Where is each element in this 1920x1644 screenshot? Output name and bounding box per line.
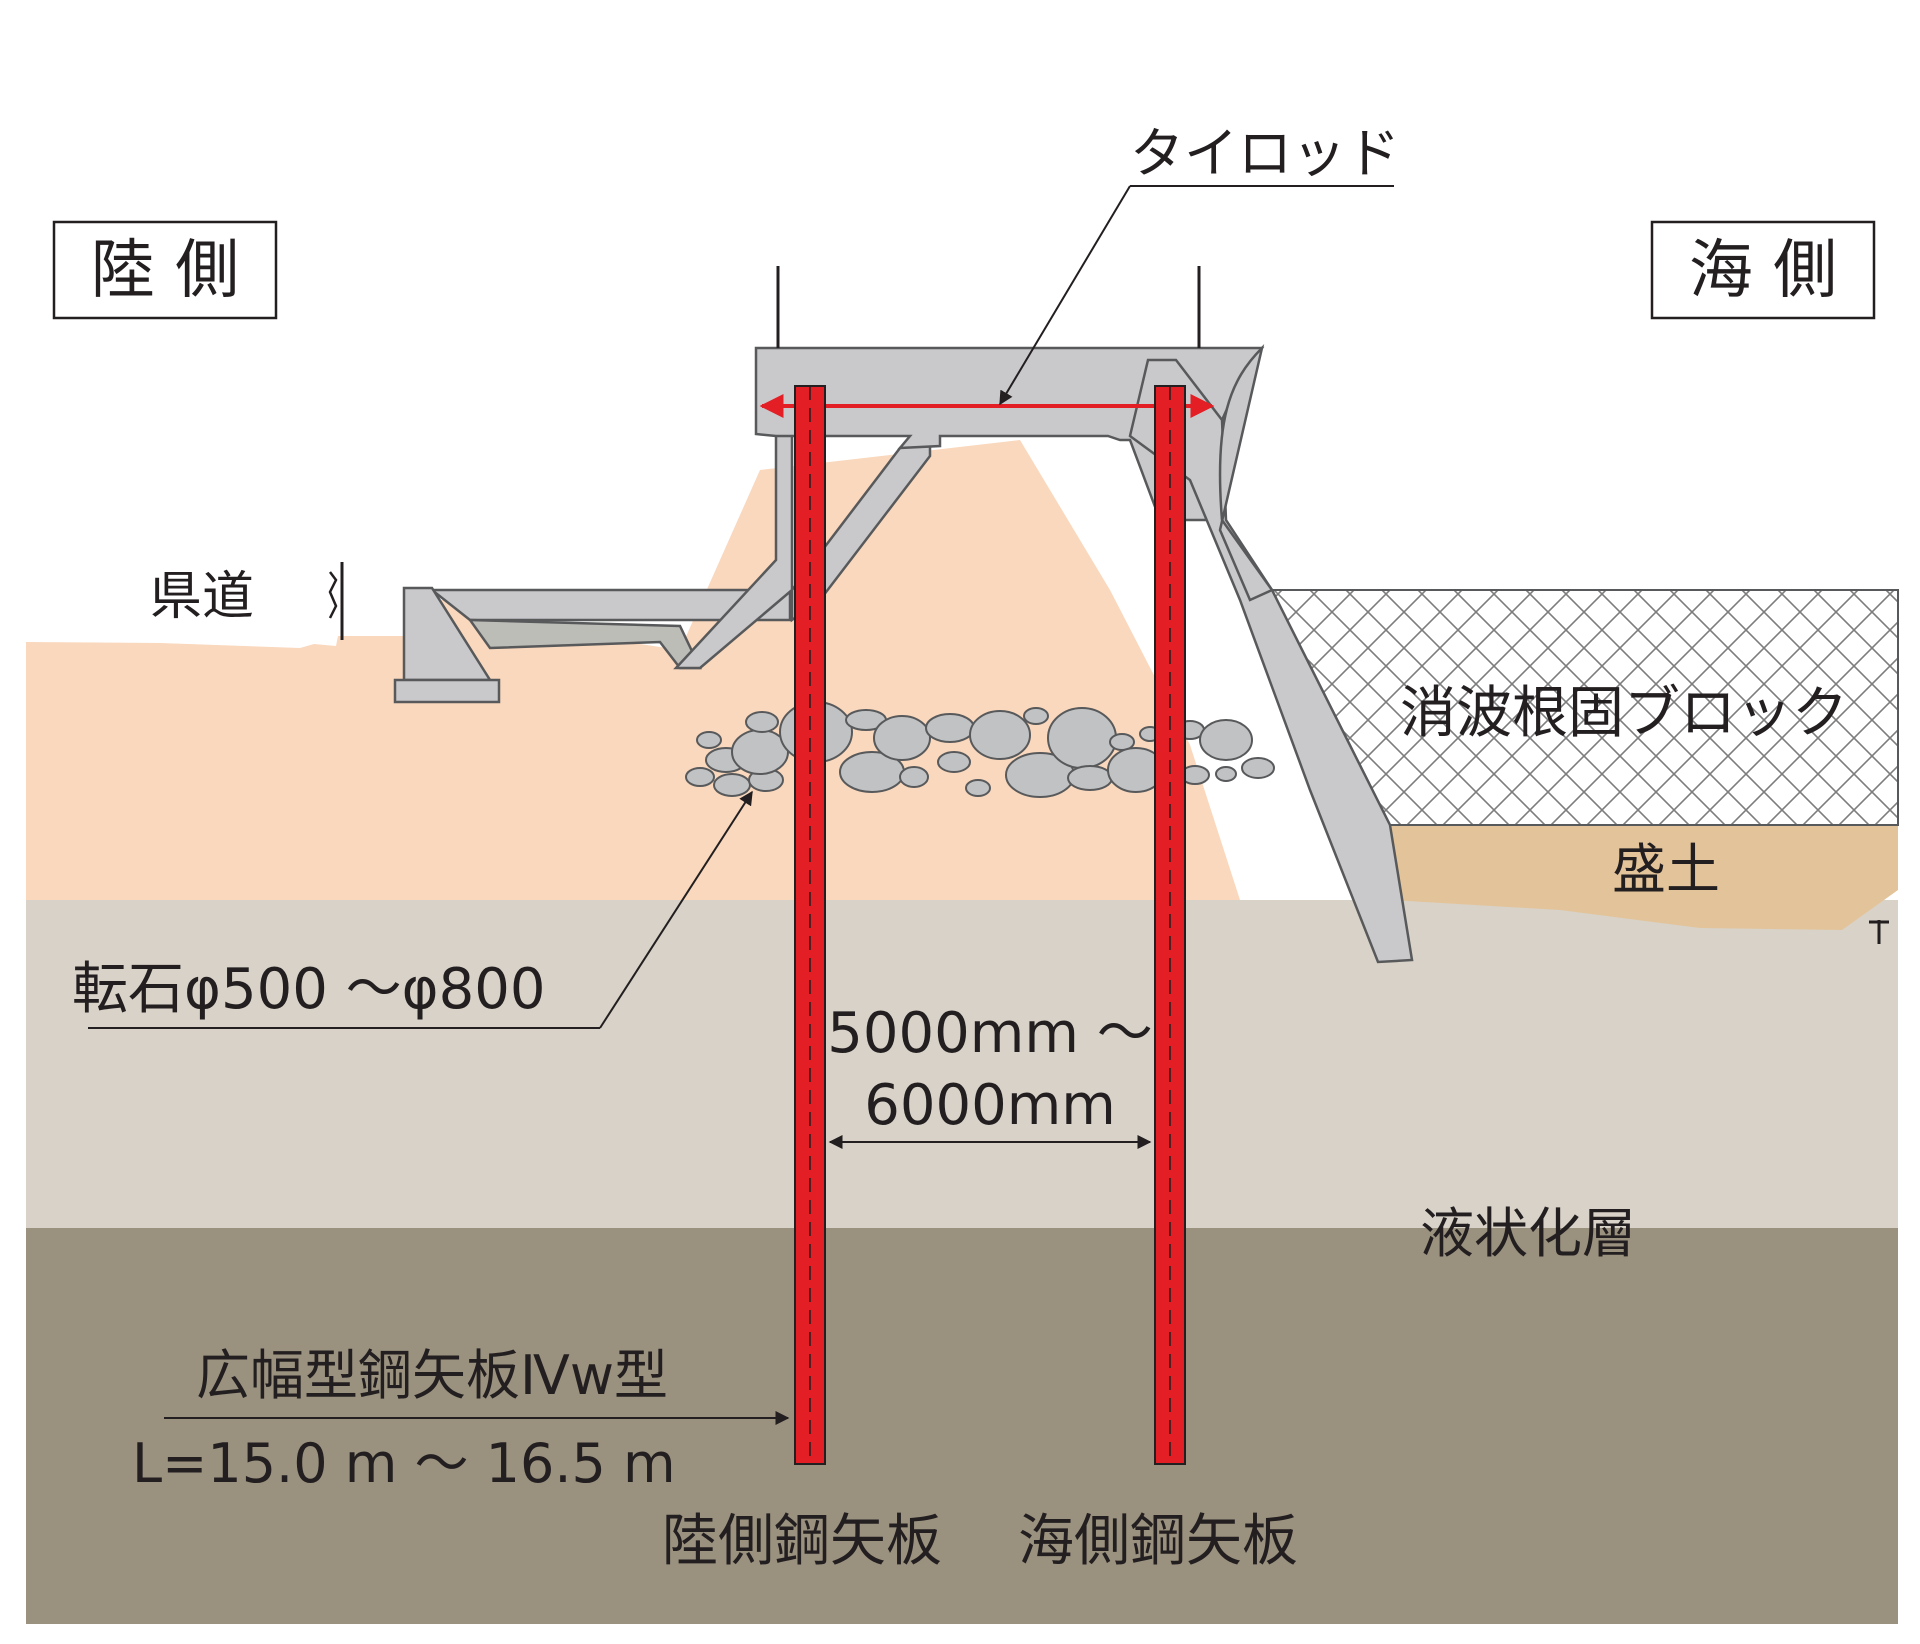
tie-rod-leader-diag (999, 185, 1131, 406)
land-side-label: 陸 側 (91, 234, 239, 308)
tie-rod-label: タイロッド (1130, 122, 1400, 185)
spacing-line1: 5000mm ～ (827, 1001, 1152, 1066)
land-side-sheet-pile (794, 385, 826, 1465)
wave-block-label: 消波根固ブロック (1400, 681, 1848, 746)
boulder-label: 転石φ500 ～φ800 (72, 957, 545, 1022)
sheet-pile-type-label: 広幅型鋼矢板Ⅳw型 (196, 1344, 668, 1407)
embankment (1390, 825, 1898, 930)
boulder-leader-diag (599, 790, 753, 1029)
embankment-label: 盛土 (1612, 838, 1720, 901)
liquefaction-layer-label: 液状化層 (1420, 1202, 1636, 1265)
sheet-pile-length-label: L=15.0 m ～ 16.5 m (132, 1432, 676, 1495)
railings (328, 266, 1889, 944)
old-land-structure (393, 586, 792, 704)
boulder-layer (685, 701, 1275, 798)
sea-side-box (1650, 220, 1876, 320)
spacing-line2: 6000mm (864, 1073, 1116, 1138)
bearing-layer (26, 1228, 1898, 1624)
crown-structure (673, 344, 1414, 964)
sea-side-sheet-pile (1154, 385, 1186, 1465)
sea-side-label: 海 側 (1689, 234, 1837, 308)
land-sheet-pile-label: 陸側鋼矢板 (662, 1509, 942, 1574)
prefectural-road-label: 県道 (150, 567, 254, 627)
land-side-box (52, 220, 278, 320)
upper-soil (26, 440, 1240, 900)
liquefaction-layer (26, 900, 1898, 1228)
sea-sheet-pile-label: 海側鋼矢板 (1018, 1509, 1298, 1574)
